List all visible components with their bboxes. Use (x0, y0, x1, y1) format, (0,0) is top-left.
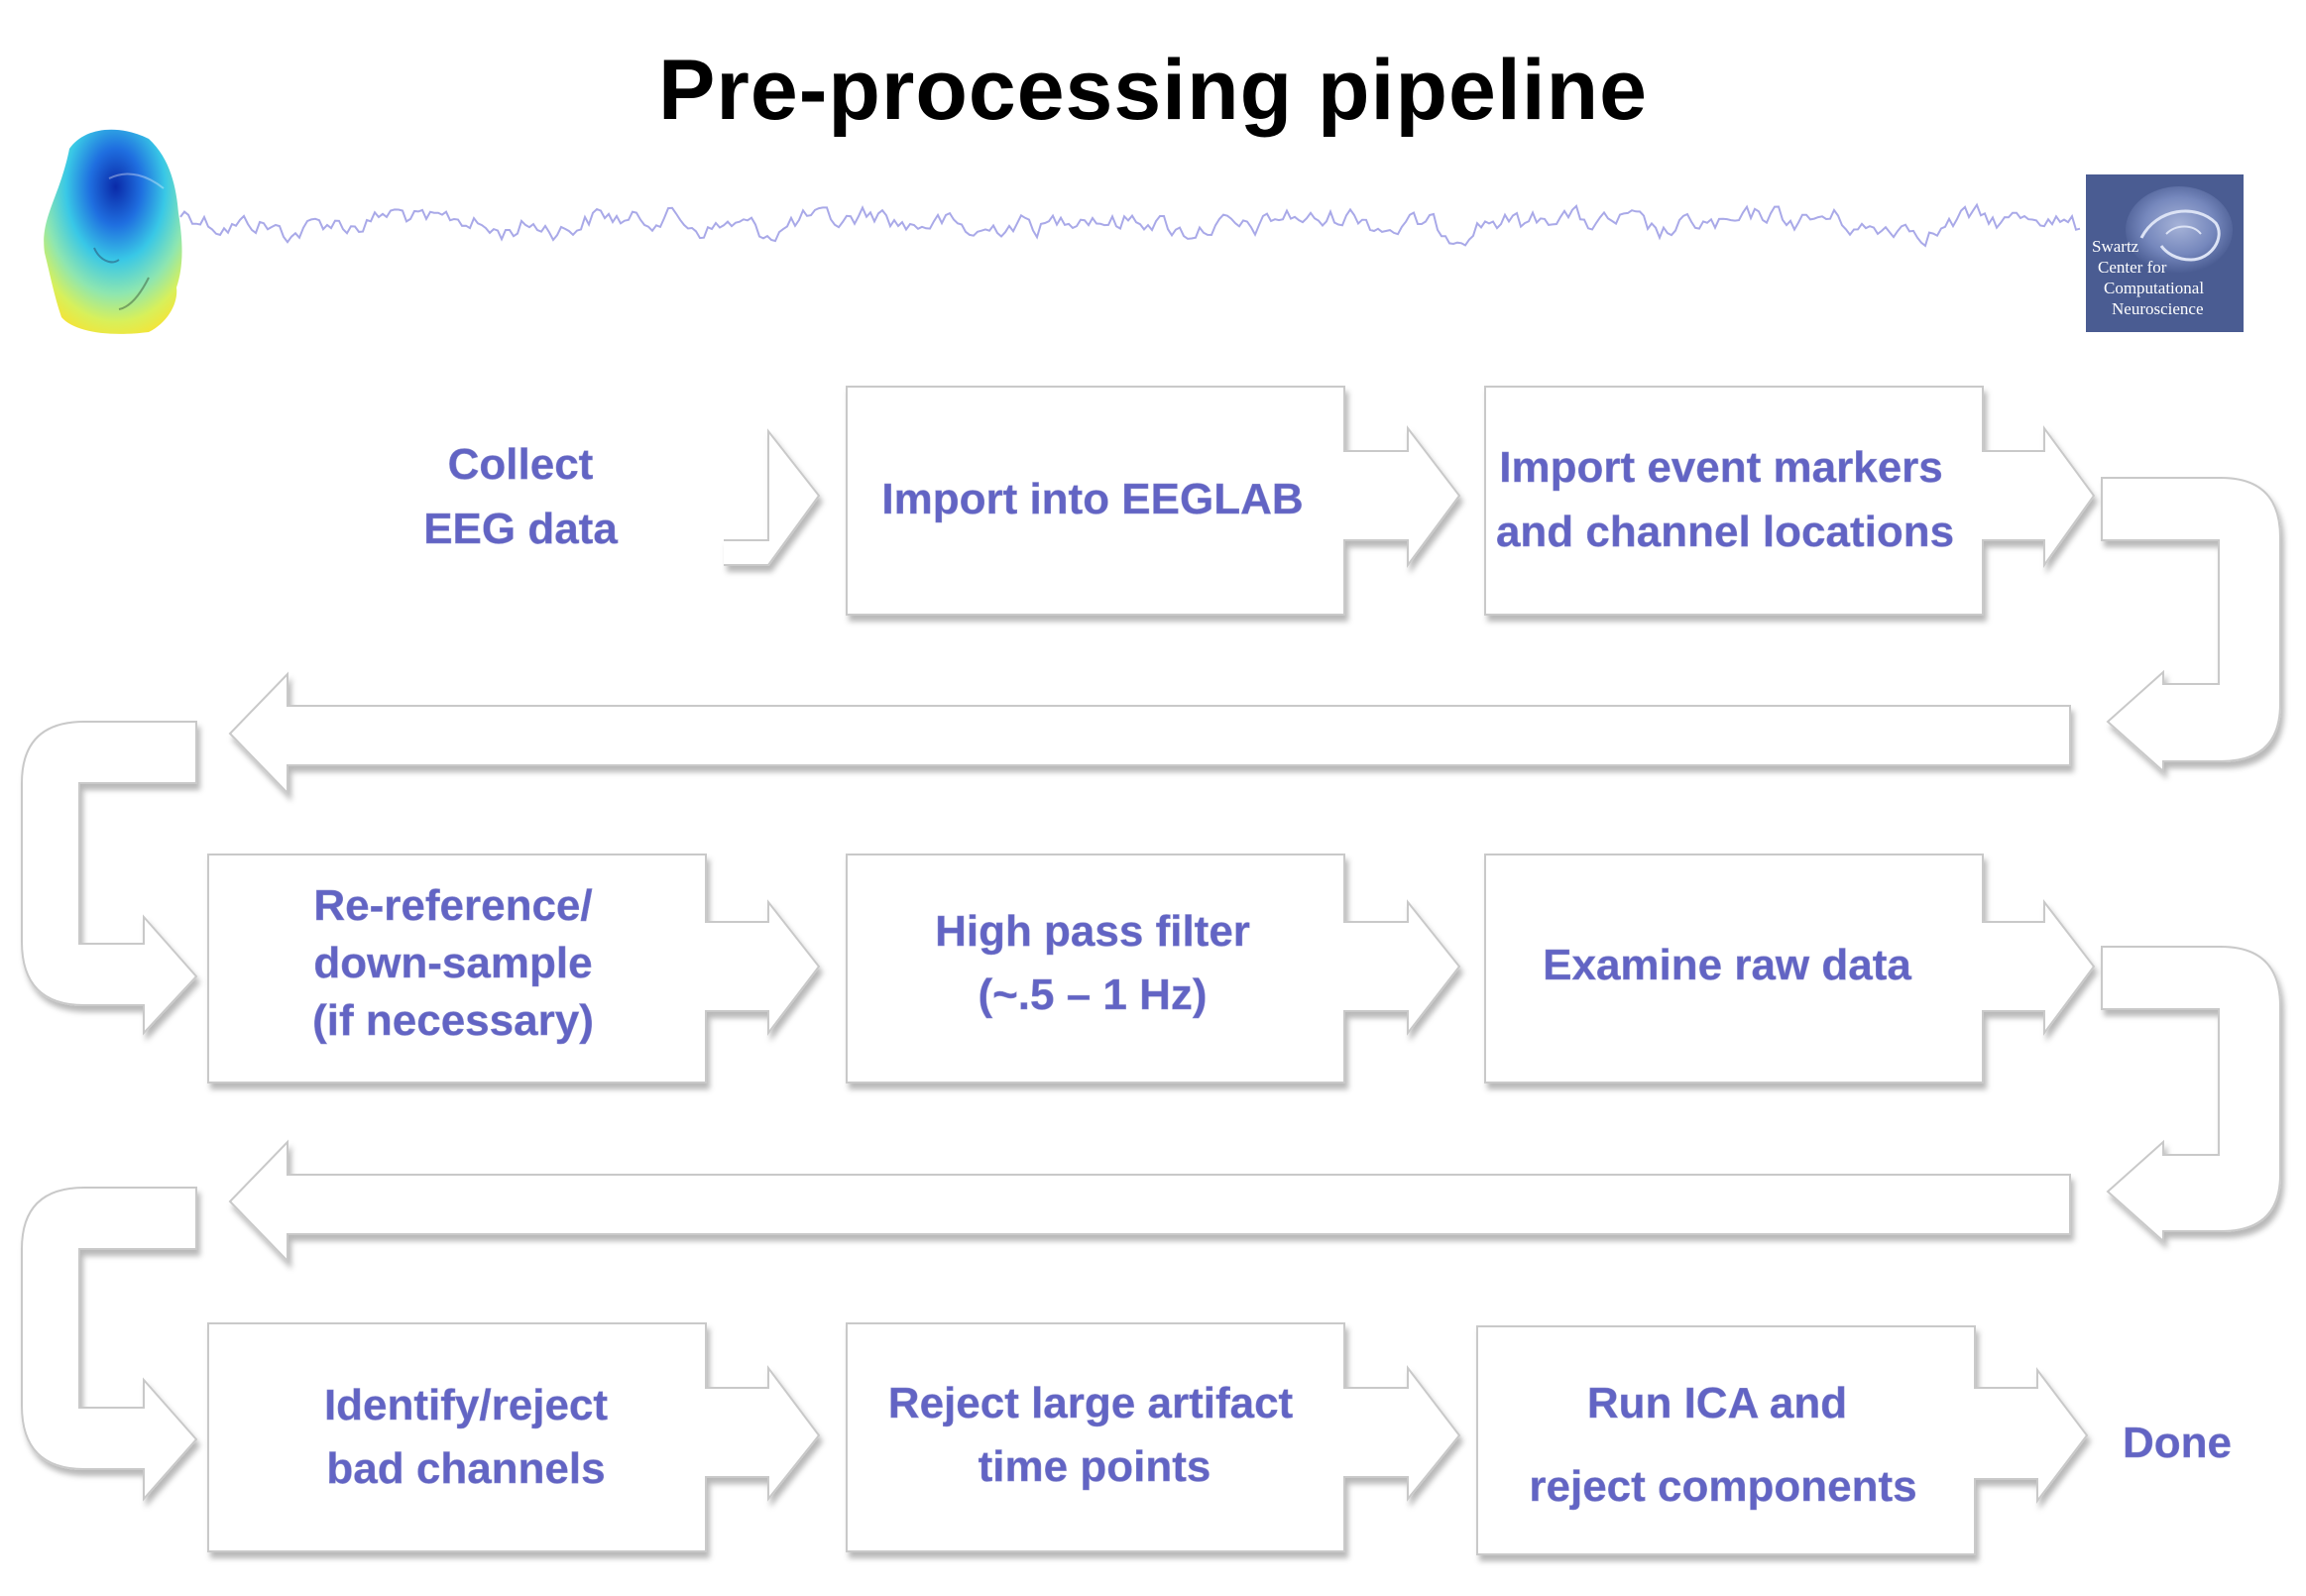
step-label: Examine raw data (1543, 941, 1911, 989)
logo-line-4: Neuroscience (2112, 299, 2204, 318)
connector-return-arrow-2 (228, 1139, 2071, 1264)
page-title: Pre-processing pipeline (658, 43, 1648, 138)
step-identify-bad-channels: Identify/reject bad channels (207, 1322, 821, 1552)
logo-line-2: Center for (2098, 258, 2167, 277)
step-run-ica: Run ICA and reject components (1476, 1325, 2089, 1555)
step-label: Identify/reject (324, 1381, 608, 1429)
connector-uturn-right-2 (2101, 946, 2281, 1244)
connector-uturn-left-2 (21, 1187, 198, 1502)
step-label: Reject large artifact (888, 1379, 1294, 1427)
step-examine-raw-data: Examine raw data (1484, 854, 2096, 1083)
step-label: EEG data (423, 505, 618, 553)
step-reject-artifact-time-points: Reject large artifact time points (846, 1322, 1461, 1552)
step-import-into-eeglab: Import into EEGLAB (846, 386, 1461, 616)
connector-uturn-left-1 (21, 721, 198, 1036)
step-label: (if necessary) (312, 996, 594, 1045)
step-collect-eeg-data: Collect EEG data (423, 428, 821, 566)
step-label: Re-reference/ (313, 881, 592, 930)
step-label: Import into EEGLAB (881, 475, 1303, 523)
logo-line-3: Computational (2104, 279, 2204, 297)
connector-return-arrow-1 (228, 671, 2071, 796)
step-label: reject components (1529, 1462, 1916, 1511)
step-label: time points (979, 1442, 1211, 1491)
swartz-center-logo: Swartz Center for Computational Neurosci… (2086, 174, 2244, 332)
connector-uturn-right-1 (2101, 477, 2281, 774)
step-high-pass-filter: High pass filter (~.5 – 1 Hz) (846, 854, 1461, 1083)
eeg-trace-decoration (179, 202, 2081, 248)
step-re-reference: Re-reference/ down-sample (if necessary) (207, 854, 821, 1083)
step-label: Collect (448, 440, 594, 489)
step-label: bad channels (326, 1444, 605, 1493)
step-label: down-sample (313, 939, 592, 987)
step-label: High pass filter (935, 907, 1250, 956)
scalp-map-head-icon (44, 129, 182, 334)
step-label: and channel locations (1496, 508, 1954, 556)
logo-line-1: Swartz (2092, 237, 2139, 256)
step-label: Import event markers (1499, 443, 1943, 492)
step-label: Run ICA and (1587, 1379, 1847, 1427)
step-import-event-markers: Import event markers and channel locatio… (1484, 386, 2096, 616)
step-done-label: Done (2123, 1419, 2232, 1467)
step-label: (~.5 – 1 Hz) (978, 970, 1207, 1019)
